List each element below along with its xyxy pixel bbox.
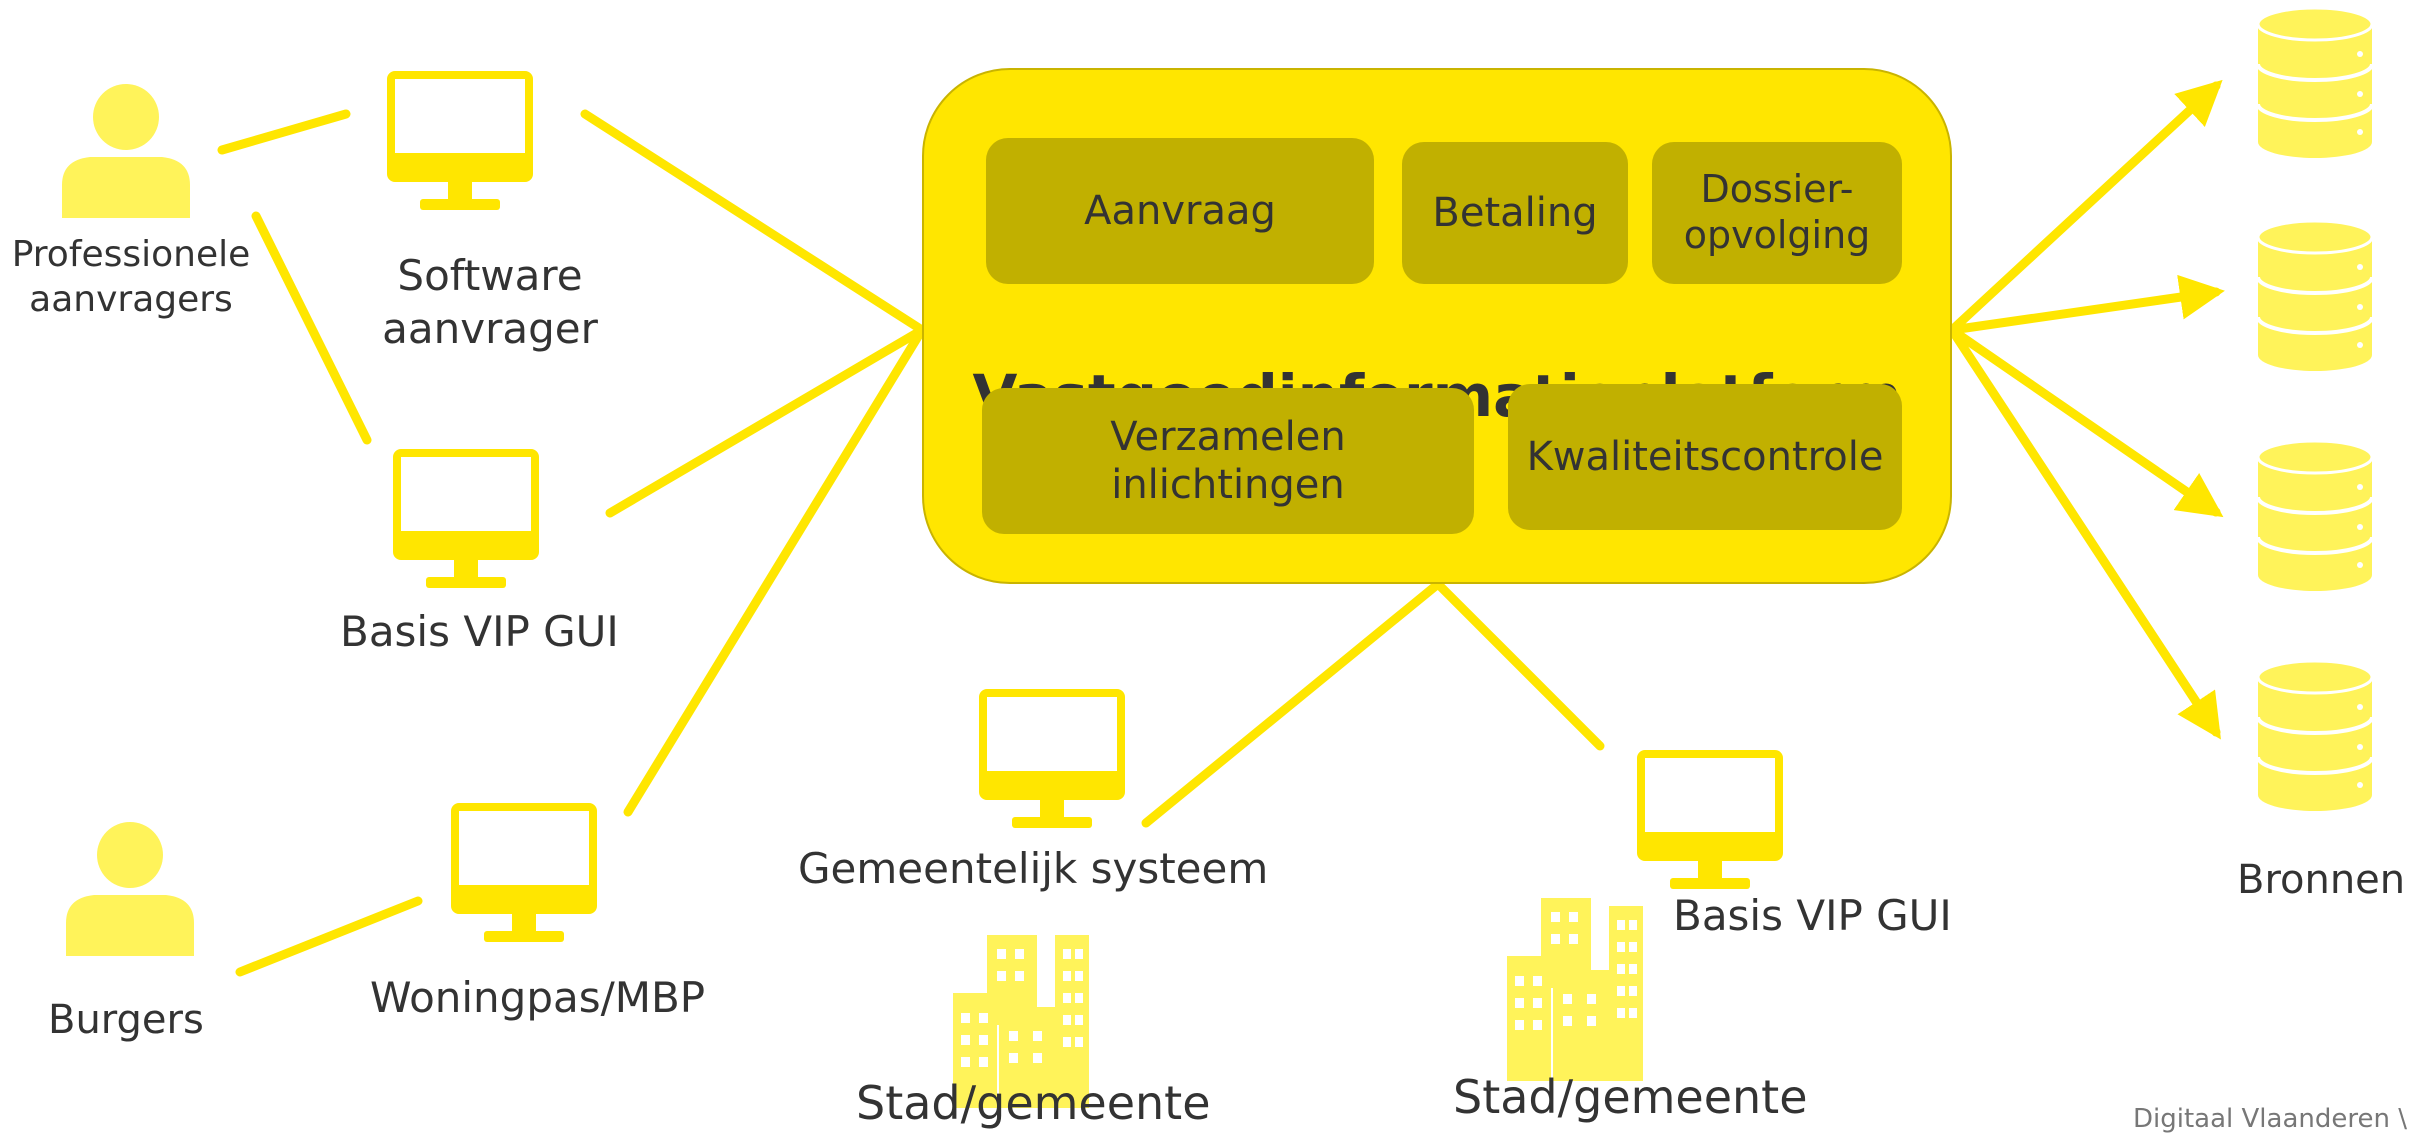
source-arrows <box>1947 79 2225 740</box>
basis-vip-gui-bottom-label: Basis VIP GUI <box>1673 891 1952 940</box>
footer-text: Digitaal Vlaanderen \ <box>2133 1104 2407 1134</box>
monitor-icon <box>387 71 533 210</box>
buildings-icon <box>1507 898 1643 1081</box>
database-icon <box>2256 6 2374 158</box>
municipal-system-label: Gemeentelijk systeem <box>798 844 1269 893</box>
monitor-icon <box>1637 750 1783 889</box>
database-icon <box>2256 659 2374 811</box>
database-icon <box>2256 439 2374 591</box>
arrow-to-source-2 <box>1947 274 2225 335</box>
module-betaling: Betaling <box>1402 142 1628 284</box>
platform-box: Aanvraag Betaling Dossier- opvolging Vas… <box>922 68 1952 584</box>
connector-bottom-gui-platform <box>1433 579 1605 751</box>
city-label: Stad/gemeente <box>1453 1070 1808 1124</box>
buildings-icon <box>953 935 1089 1108</box>
monitor-icon <box>393 449 539 588</box>
arrow-to-source-1 <box>1947 79 2223 335</box>
connector-citizens-woningpas <box>235 896 423 977</box>
connector-lines <box>217 109 1605 977</box>
citizens-label: Burgers <box>48 997 204 1043</box>
professional-requesters-label: Professionele aanvragers <box>11 234 251 320</box>
connector-municipal-platform <box>1141 579 1443 828</box>
software-requester-label: Software aanvrager <box>382 251 598 353</box>
module-dossier-opvolging: Dossier- opvolging <box>1652 142 1902 284</box>
connector-professional-software <box>217 109 351 155</box>
database-icon <box>2256 219 2374 371</box>
monitor-icon <box>451 803 597 942</box>
arrow-to-source-4 <box>1947 325 2221 740</box>
arrow-to-source-3 <box>1947 325 2224 518</box>
woningpas-label: Woningpas/MBP <box>370 973 706 1022</box>
sources-label: Bronnen <box>2237 857 2406 903</box>
module-verzamelen-inlichtingen: Verzamelen inlichtingen <box>982 388 1474 534</box>
basis-vip-gui-label: Basis VIP GUI <box>340 607 619 656</box>
person-icon <box>66 822 194 956</box>
connector-professional-gui <box>251 211 372 445</box>
connector-gui-platform <box>605 325 927 518</box>
connector-software-platform <box>580 109 927 335</box>
module-kwaliteitscontrole: Kwaliteitscontrole <box>1508 384 1902 530</box>
monitor-icon <box>979 689 1125 828</box>
city-label: Stad/gemeente <box>856 1076 1211 1130</box>
module-aanvraag: Aanvraag <box>986 138 1374 284</box>
connector-woningpas-platform <box>623 325 927 817</box>
person-icon <box>62 84 190 218</box>
